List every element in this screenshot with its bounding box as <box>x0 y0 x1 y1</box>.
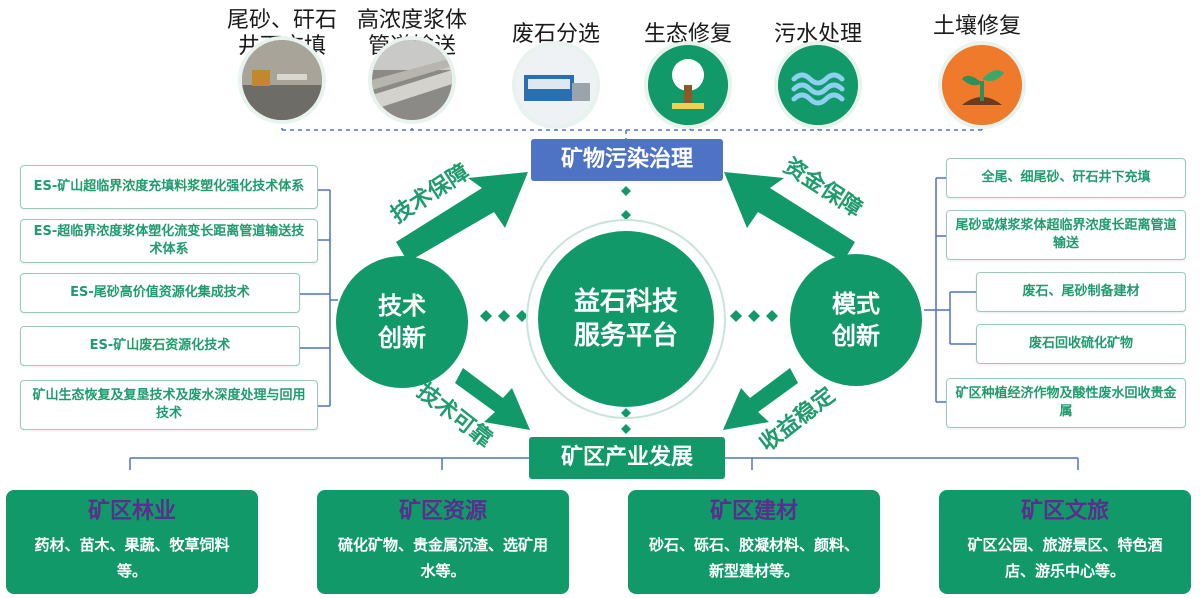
model-box-sulfide-recovery: 废石回收硫化矿物 <box>976 324 1186 364</box>
arrow-bottom-left <box>455 368 530 430</box>
industry-development-box: 矿区产业发展 <box>529 437 725 479</box>
panel-building-materials: 矿区建材 砂石、砾石、胶凝材料、颜料、新型建材等。 <box>628 490 880 594</box>
tech-box-backfill: ES-矿山超临界浓度充填料浆塑化强化技术体系 <box>20 165 318 209</box>
tech-innovation-circle: 技术 创新 <box>336 256 468 388</box>
panel-text: 砂石、砾石、胶凝材料、颜料、新型建材等。 <box>648 536 859 580</box>
mine-backfill-photo-icon <box>242 40 322 120</box>
top-item-soil: 土壤修复 <box>912 14 1042 40</box>
panel-resources: 矿区资源 硫化矿物、贵金属沉渣、选矿用水等。 <box>317 490 569 594</box>
model-box-crops-metals: 矿区种植经济作物及酸性废水回收贵金属 <box>946 378 1186 428</box>
tech-box-pipeline: ES-超临界浓度浆体塑化流变长距离管道输送技术体系 <box>20 219 318 263</box>
panel-tourism: 矿区文旅 矿区公园、旅游景区、特色酒店、游乐中心等。 <box>939 490 1191 594</box>
panel-title: 矿区资源 <box>398 499 487 524</box>
top-item-label: 污水处理 <box>773 22 862 47</box>
panel-text: 药材、苗木、果蔬、牧草饲料等。 <box>34 536 230 580</box>
model-box-pipeline: 尾砂或煤浆浆体超临界浓度长距离管道输送 <box>946 210 1186 260</box>
water-waves-icon <box>778 45 858 125</box>
sorting-machine-photo-icon <box>516 45 596 125</box>
panel-text: 矿区公园、旅游景区、特色酒店、游乐中心等。 <box>967 536 1163 580</box>
arrow-bottom-right <box>723 368 798 430</box>
model-innovation-circle: 模式 创新 <box>790 254 922 386</box>
tech-box-waste-rock: ES-矿山废石资源化技术 <box>20 326 300 366</box>
tree-icon <box>648 45 728 125</box>
arrow-top-right <box>724 172 855 262</box>
seedling-icon <box>942 45 1022 125</box>
service-platform-circle: 益石科技 服务平台 <box>538 231 714 407</box>
arrow-top-left <box>396 172 528 262</box>
tech-box-tailings: ES-尾砂高价值资源化集成技术 <box>20 273 300 313</box>
pipeline-photo-icon <box>372 40 452 120</box>
top-item-ecology: 生态修复 <box>623 22 753 48</box>
platform-ring <box>526 219 726 419</box>
panel-forestry: 矿区林业 药材、苗木、果蔬、牧草饲料等。 <box>6 490 258 594</box>
pollution-control-box: 矿物污染治理 <box>531 139 723 181</box>
top-item-sewage: 污水处理 <box>753 22 883 48</box>
panel-title: 矿区文旅 <box>1020 499 1109 524</box>
top-item-label: 废石分选 <box>511 22 600 47</box>
top-item-label: 生态修复 <box>643 22 732 47</box>
panel-title: 矿区建材 <box>709 499 798 524</box>
model-box-building-materials: 废石、尾砂制备建材 <box>976 272 1186 312</box>
top-item-label: 土壤修复 <box>932 14 1021 39</box>
panel-text: 硫化矿物、贵金属沉渣、选矿用水等。 <box>337 536 548 580</box>
tech-box-ecology: 矿山生态恢复及复垦技术及废水深度处理与回用技术 <box>20 380 318 430</box>
top-item-sorting: 废石分选 <box>491 22 621 48</box>
model-box-backfill: 全尾、细尾砂、矸石井下充填 <box>946 158 1186 198</box>
panel-title: 矿区林业 <box>87 499 176 524</box>
